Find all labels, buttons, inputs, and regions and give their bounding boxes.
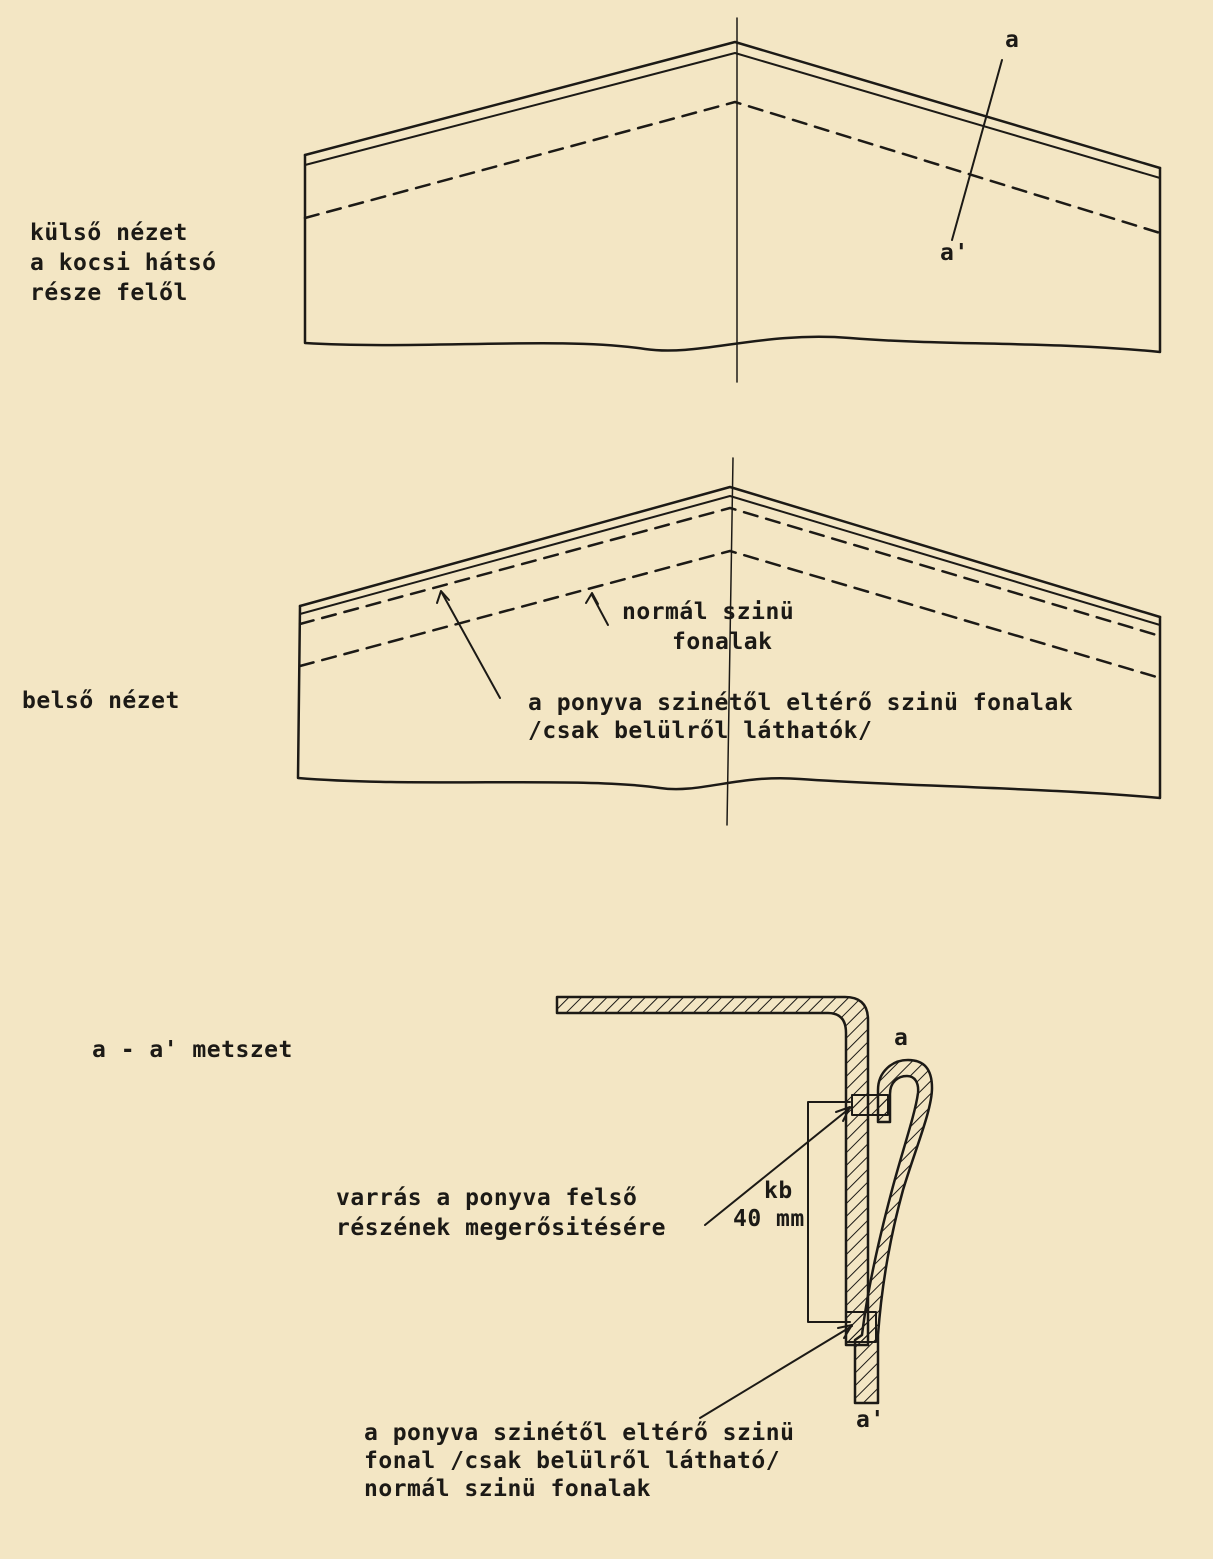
inner-view-drawing — [296, 457, 1162, 826]
outer-seam-dashed — [303, 100, 1162, 235]
leader-thread-lower-arrow — [837, 1324, 853, 1339]
inner-center-axis — [726, 457, 734, 826]
thread-note-line-2: fonal /csak belülről látható/ — [364, 1448, 781, 1474]
inner-note-normal-line-2: fonalak — [672, 629, 773, 655]
outer-cut-line — [951, 59, 1003, 241]
upper-stitch-block — [851, 1094, 889, 1116]
inner-leader-contrast — [441, 592, 501, 699]
section-mark-a-prime: a' — [856, 1407, 885, 1433]
outer-view-label-line-1: külső nézet — [30, 220, 188, 246]
inner-leader-normal-arrow — [585, 592, 599, 605]
inner-contrast-thread-dashed — [298, 506, 1162, 638]
outer-view-label-line-3: része felől — [30, 280, 188, 306]
outer-mark-a-prime: a' — [940, 240, 969, 266]
inner-note-contrast-line-2: /csak belülről láthatók/ — [528, 718, 873, 744]
section-label: a - a' metszet — [92, 1037, 293, 1063]
thread-note-line-1: a ponyva szinétől eltérő szinü — [364, 1420, 795, 1446]
inner-sheet-outline — [296, 604, 1162, 800]
outer-view-label-line-2: a kocsi hátsó — [30, 250, 217, 276]
seam-note-line-1: varrás a ponyva felső — [336, 1185, 638, 1211]
inner-top-edge — [298, 485, 1162, 619]
inner-view-label: belső nézet — [22, 688, 180, 714]
inner-note-contrast-line-1: a ponyva szinétől eltérő szinü fonalak — [528, 690, 1074, 716]
dimension-kb: kb — [764, 1178, 793, 1204]
inner-normal-thread-dashed — [298, 549, 1162, 680]
frame-profile-hatched — [555, 995, 870, 1347]
outer-top-edge — [303, 40, 1162, 170]
inner-top-edge-inner — [299, 495, 1161, 626]
outer-view-drawing — [303, 17, 1162, 383]
section-drawing — [555, 995, 934, 1419]
outer-top-edge-inner — [304, 52, 1161, 179]
inner-leader-normal — [591, 594, 609, 626]
dimension-value: 40 mm — [733, 1206, 805, 1232]
outer-sheet-outline — [303, 153, 1162, 354]
leader-thread-lower — [699, 1325, 853, 1419]
leader-seam-upper — [704, 1107, 851, 1226]
leader-seam-upper-arrow — [835, 1106, 851, 1122]
inner-note-normal-line-1: normál szinü — [622, 599, 795, 625]
dimension-bracket — [807, 1101, 851, 1323]
outer-mark-a: a — [1005, 27, 1020, 53]
seam-note-line-2: részének megerősitésére — [336, 1215, 666, 1241]
thread-note-line-3: normál szinü fonalak — [364, 1476, 651, 1502]
section-mark-a: a — [894, 1025, 909, 1051]
inner-leader-contrast-arrow — [436, 590, 450, 604]
